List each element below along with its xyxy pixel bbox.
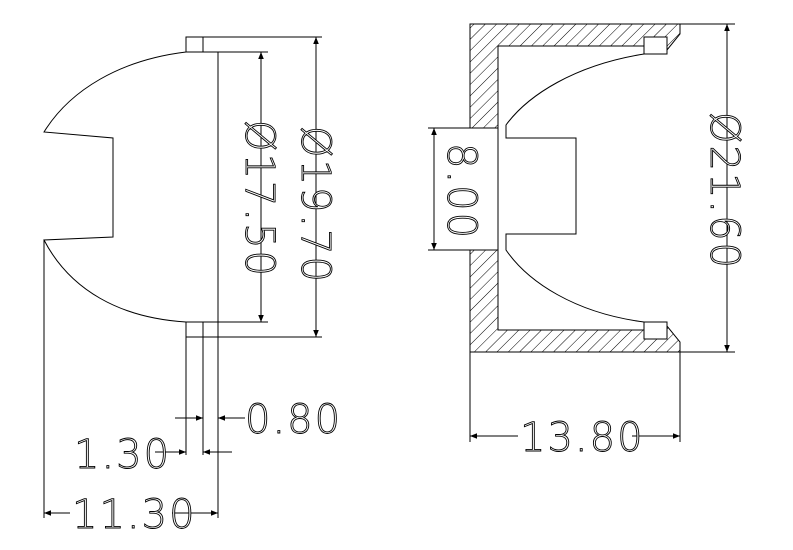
left-part-outline [43,36,219,338]
inner-lens-profile [505,53,645,323]
dim-len-text: 13.80 [520,415,645,461]
notch-bottom [643,321,668,339]
section-hatch-bottom [469,249,681,353]
left-view: Ø17.50 Ø19.70 0.80 1.30 11.30 [43,36,342,538]
dim-dia-outer-text: Ø19.70 [292,126,338,284]
dim-gap-text: 0.80 [245,397,342,443]
section-hatch-top [469,23,681,129]
dim-dia-outer-right-text: Ø21.60 [701,112,747,270]
dim-length-text: 11.30 [72,492,197,538]
right-view: Ø21.60 8.00 13.80 [428,23,747,461]
dim-bore-text: 8.00 [438,143,484,240]
dim-dia-inner-text: Ø17.50 [236,120,282,278]
dim-thickness-text: 1.30 [74,432,171,478]
notch-top [643,37,668,55]
